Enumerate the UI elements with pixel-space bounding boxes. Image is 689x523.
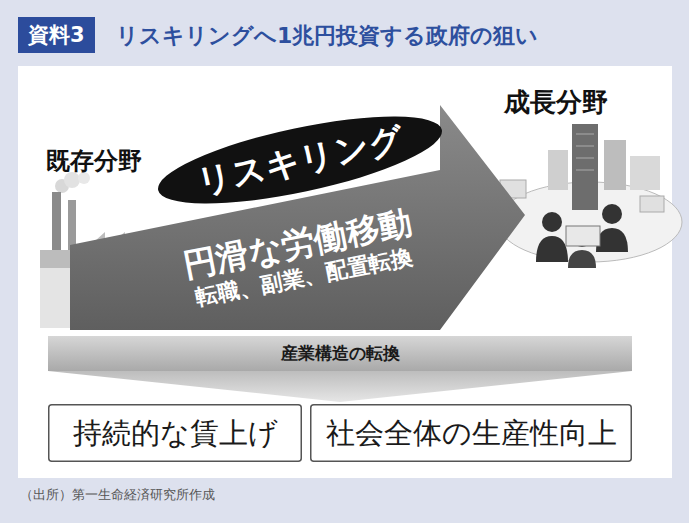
title-text: リスキリングへ1兆円投資する政府の狙い [116, 19, 538, 53]
inner-panel [18, 66, 672, 478]
box-outline [49, 405, 302, 462]
result-box: 持続的な賃上げ [48, 404, 302, 462]
title-text-holder: リスキリングへ1兆円投資する政府の狙い [116, 19, 538, 53]
text-stack: 社会全体の生産性向上 [310, 404, 632, 462]
field-label-holder: 既存分野 [46, 146, 142, 176]
source-caption-holder: （出所）第一生命経済研究所作成 [20, 486, 215, 504]
field-label-holder: 成長分野 [504, 86, 608, 118]
field-label: 成長分野 [504, 86, 608, 118]
band-box: 産業構造の転換 [48, 336, 632, 371]
result-box: 社会全体の生産性向上 [310, 404, 632, 462]
text-stack: 産業構造の転換 [48, 336, 632, 371]
field-label: 既存分野 [46, 146, 142, 176]
text-stack: 持続的な賃上げ [48, 404, 302, 462]
funnel-shape [48, 371, 632, 402]
city-illustration [498, 124, 682, 268]
node-text: 社会全体の生産性向上 [326, 415, 617, 451]
figure-number: 資料3 [18, 17, 95, 53]
band-fill [48, 336, 632, 371]
node-text: 産業構造の転換 [281, 343, 400, 364]
arrow-fill [70, 105, 525, 330]
figure-number-holder: 資料3 [18, 17, 95, 53]
box-outline [311, 405, 632, 462]
node-text: 持続的な賃上げ [73, 415, 278, 451]
source-caption: （出所）第一生命経済研究所作成 [20, 486, 215, 504]
